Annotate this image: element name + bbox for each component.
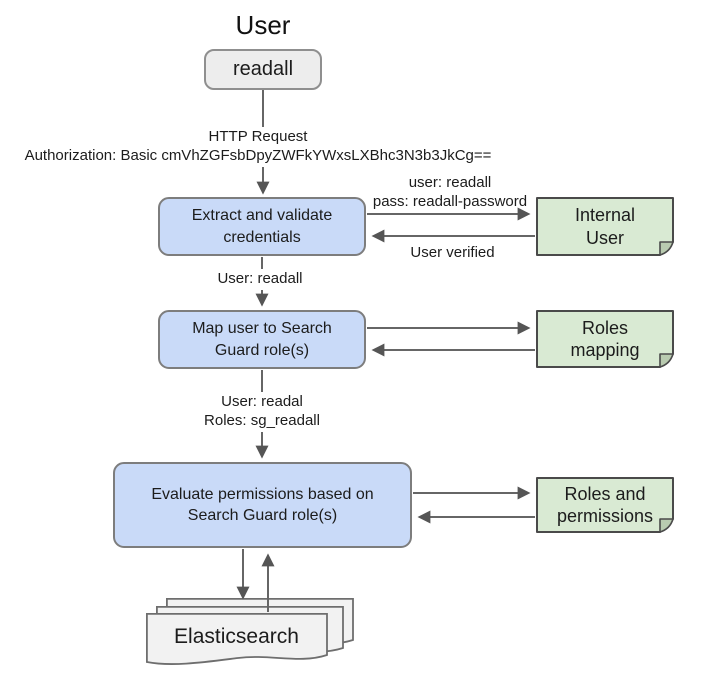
authorization-header-line: Authorization: Basic cmVhZGFsbDpyZWFkYWx… xyxy=(24,146,492,164)
map-user-roles-label: Map user to Search Guard role(s) xyxy=(192,320,332,359)
roles-mapping-note: Roles mapping xyxy=(536,310,674,368)
roles-mapping-note-line1: Roles xyxy=(581,317,629,338)
internal-user-note-line1: Internal xyxy=(574,205,636,226)
mapped-roles-edge-label: User: readal Roles: sg_readall xyxy=(187,392,337,432)
roles-permissions-note-line2: permissions xyxy=(556,506,654,526)
note-shape-internal-user xyxy=(536,197,674,256)
readall-user-node: readall xyxy=(204,49,322,90)
mapped-roles-line: Roles: sg_readall xyxy=(204,411,320,429)
http-request-edge-label: HTTP Request Authorization: Basic cmVhZG… xyxy=(13,127,503,167)
credentials-pass-line: pass: readall-password xyxy=(372,192,528,210)
authenticated-user-edge-label: User: readall xyxy=(202,269,318,290)
document-shape-front xyxy=(146,613,328,665)
note-shape-roles-permissions xyxy=(536,477,674,533)
note-shape-roles-mapping xyxy=(536,310,674,368)
evaluate-permissions-node: Evaluate permissions based on Search Gua… xyxy=(113,462,412,548)
elasticsearch-node-label: Elasticsearch xyxy=(174,625,299,648)
user-actor-title: User xyxy=(235,10,291,40)
elasticsearch-document-stack xyxy=(146,598,354,665)
credentials-user-line: user: readall xyxy=(408,174,492,191)
roles-permissions-note-line1: Roles and xyxy=(564,483,646,504)
roles-mapping-note-line2: mapping xyxy=(570,340,640,360)
roles-permissions-note: Roles and permissions xyxy=(536,477,674,533)
extract-credentials-node: Extract and validate credentials xyxy=(158,197,366,256)
credentials-edge-label: user: readall pass: readall-password xyxy=(360,174,540,212)
extract-credentials-label: Extract and validate credentials xyxy=(191,207,333,246)
user-verified-edge-label: User verified xyxy=(410,244,495,261)
internal-user-note-line2: User xyxy=(585,227,624,248)
mapped-user-line: User: readal xyxy=(221,393,303,410)
http-request-line: HTTP Request xyxy=(208,128,308,145)
readall-user-label: readall xyxy=(232,58,294,80)
evaluate-permissions-label: Evaluate permissions based on Search Gua… xyxy=(151,485,374,524)
internal-user-note: Internal User xyxy=(536,197,674,256)
map-user-roles-node: Map user to Search Guard role(s) xyxy=(158,310,366,369)
